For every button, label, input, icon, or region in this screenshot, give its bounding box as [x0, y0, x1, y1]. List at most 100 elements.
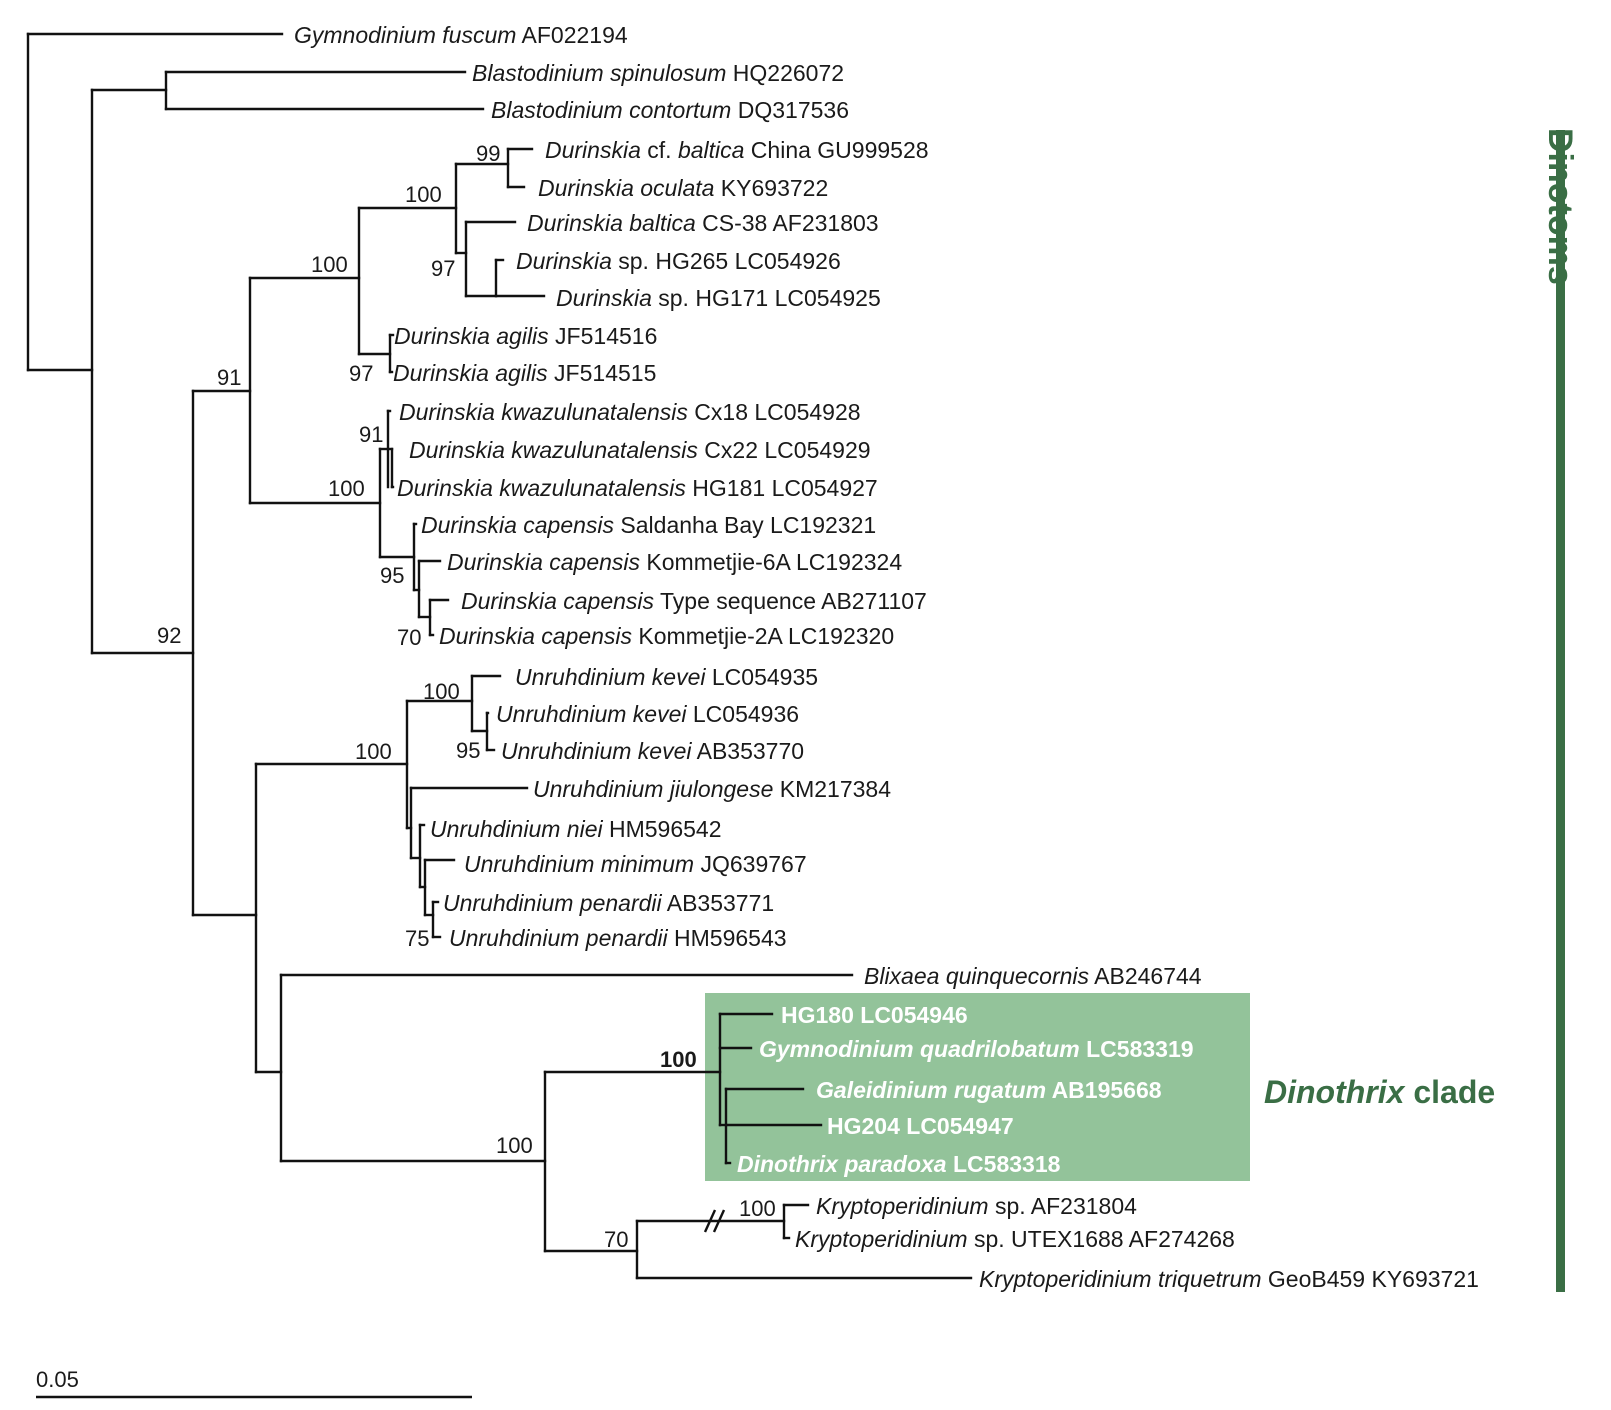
taxon-label: Unruhdinium penardii AB353771: [443, 890, 774, 916]
dinothrix-clade-box: [705, 993, 1250, 1181]
support-value: 100: [405, 182, 442, 207]
support-value: 100: [739, 1196, 776, 1221]
taxon-name-italic: Durinskia: [516, 248, 612, 274]
support-value: 100: [496, 1133, 533, 1158]
support-value: 100: [660, 1047, 697, 1072]
taxon-name-italic: Kryptoperidinium: [816, 1193, 989, 1219]
taxon-accession: sp. AF231804: [989, 1193, 1138, 1219]
taxon-label: Dinothrix paradoxa LC583318: [737, 1151, 1061, 1177]
taxon-accession: JF514515: [548, 360, 657, 386]
taxon-accession: JF514516: [549, 323, 658, 349]
taxon-accession: HG180 LC054946: [781, 1002, 968, 1028]
taxon-name-italic: Gymnodinium quadrilobatum: [759, 1036, 1080, 1062]
branch-break-mark: [703, 1209, 726, 1233]
taxon-accession: AF022194: [516, 22, 627, 48]
taxon-accession: AB195668: [1046, 1077, 1162, 1103]
taxon-label: Unruhdinium niei HM596542: [430, 816, 722, 842]
support-value: 75: [405, 926, 429, 951]
taxon-name-italic: Dinothrix paradoxa: [737, 1151, 947, 1177]
support-value: 95: [380, 563, 404, 588]
taxon-accession: KY693722: [714, 175, 828, 201]
taxon-accession: JQ639767: [694, 851, 807, 877]
taxon-accession: AB353770: [691, 738, 804, 764]
taxon-label: HG180 LC054946: [781, 1002, 968, 1028]
taxon-label: Durinskia sp. HG265 LC054926: [516, 248, 841, 274]
support-value: 97: [349, 361, 373, 386]
dinotoms-bar: [1556, 130, 1565, 1292]
taxon-accession: HM596542: [603, 816, 722, 842]
taxon-label: Kryptoperidinium triquetrum GeoB459 KY69…: [979, 1266, 1479, 1292]
taxon-label: Durinskia cf. baltica China GU999528: [545, 137, 929, 163]
taxon-accession: GeoB459 KY693721: [1262, 1266, 1479, 1292]
support-value: 100: [328, 476, 365, 501]
taxon-label: Durinskia baltica CS-38 AF231803: [527, 210, 879, 236]
taxon-accession: HQ226072: [726, 60, 844, 86]
taxon-accession: cf.: [641, 137, 678, 163]
tree-branches: [26, 32, 973, 1280]
taxon-accession: sp. HG265 LC054926: [612, 248, 841, 274]
taxon-accession: sp. HG171 LC054925: [652, 285, 881, 311]
taxon-name-italic: Unruhdinium minimum: [464, 851, 694, 877]
taxon-label: Durinskia sp. HG171 LC054925: [556, 285, 881, 311]
taxon-label: Durinskia agilis JF514515: [393, 360, 656, 386]
taxon-name-italic: Unruhdinium kevei: [501, 738, 692, 764]
taxon-name-italic: Durinskia: [556, 285, 652, 311]
taxon-name-italic: Unruhdinium jiulongese: [533, 776, 773, 802]
taxon-name-italic: Unruhdinium kevei: [515, 664, 706, 690]
taxon-label: Kryptoperidinium sp. AF231804: [816, 1193, 1137, 1219]
taxon-name-italic: Durinskia kwazulunatalensis: [397, 475, 686, 501]
taxon-name-italic: Durinskia agilis: [394, 323, 549, 349]
dinotoms-label: Dinotoms: [1541, 128, 1579, 285]
support-value: 100: [423, 679, 460, 704]
taxon-name-italic: Gymnodinium fuscum: [294, 22, 516, 48]
taxon-label: Durinskia capensis Kommetjie-6A LC192324: [447, 549, 902, 575]
taxon-label: Durinskia kwazulunatalensis HG181 LC0549…: [397, 475, 878, 501]
taxon-accession: sp. UTEX1688 AF274268: [968, 1226, 1235, 1252]
taxon-accession: LC583318: [947, 1151, 1061, 1177]
taxon-accession: Cx18 LC054928: [688, 399, 861, 425]
taxon-label: Durinskia capensis Type sequence AB27110…: [461, 588, 927, 614]
taxon-accession: Cx22 LC054929: [698, 437, 871, 463]
taxon-accession: HG204 LC054947: [827, 1113, 1014, 1139]
taxon-name-italic: Durinskia: [545, 137, 641, 163]
taxon-label: Blastodinium spinulosum HQ226072: [472, 60, 844, 86]
taxon-name-italic: Durinskia kwazulunatalensis: [409, 437, 698, 463]
taxon-name-italic: Durinskia capensis: [439, 623, 633, 649]
taxon-accession: LC054936: [686, 701, 799, 727]
taxon-name-italic: Durinskia capensis: [447, 549, 641, 575]
taxon-label: Gymnodinium quadrilobatum LC583319: [759, 1036, 1194, 1062]
taxon-label: Unruhdinium kevei AB353770: [501, 738, 804, 764]
taxon-accession: LC583319: [1080, 1036, 1194, 1062]
taxon-name-italic: Unruhdinium penardii: [443, 890, 663, 916]
dinothrix-clade-label: Dinothrix clade: [1264, 1074, 1495, 1110]
taxon-accession: Kommetjie-6A LC192324: [640, 549, 902, 575]
taxon-label: Durinskia kwazulunatalensis Cx22 LC05492…: [409, 437, 871, 463]
taxon-label: Durinskia oculata KY693722: [538, 175, 828, 201]
taxon-name-italic: Unruhdinium penardii: [449, 925, 669, 951]
taxon-label: Unruhdinium minimum JQ639767: [464, 851, 807, 877]
support-value: 99: [476, 141, 500, 166]
taxon-accession: Type sequence AB271107: [654, 588, 927, 614]
taxon-name-italic: Durinskia capensis: [461, 588, 655, 614]
taxon-label: Galeidinium rugatum AB195668: [816, 1077, 1162, 1103]
support-value: 97: [431, 256, 455, 281]
support-value: 70: [604, 1227, 628, 1252]
taxon-label: Unruhdinium penardii HM596543: [449, 925, 787, 951]
taxon-accession: HM596543: [668, 925, 787, 951]
taxon-name-italic: Blastodinium contortum: [491, 97, 731, 123]
taxon-label: Durinskia kwazulunatalensis Cx18 LC05492…: [399, 399, 861, 425]
taxon-name-italic: Blixaea quinquecornis: [864, 963, 1090, 989]
taxon-label: Durinskia capensis Saldanha Bay LC192321: [421, 512, 876, 538]
taxon-name-italic: Kryptoperidinium: [795, 1226, 968, 1252]
support-value: 100: [355, 739, 392, 764]
taxon-label: Unruhdinium kevei LC054935: [515, 664, 818, 690]
taxon-label: Unruhdinium jiulongese KM217384: [533, 776, 891, 802]
support-value: 70: [397, 625, 421, 650]
support-value: 95: [456, 738, 480, 763]
taxon-name-italic: Durinskia capensis: [421, 512, 615, 538]
taxon-label: Unruhdinium kevei LC054936: [496, 701, 799, 727]
taxon-accession: Kommetjie-2A LC192320: [632, 623, 894, 649]
support-value: 92: [157, 623, 181, 648]
taxon-accession: AB353771: [662, 890, 775, 916]
